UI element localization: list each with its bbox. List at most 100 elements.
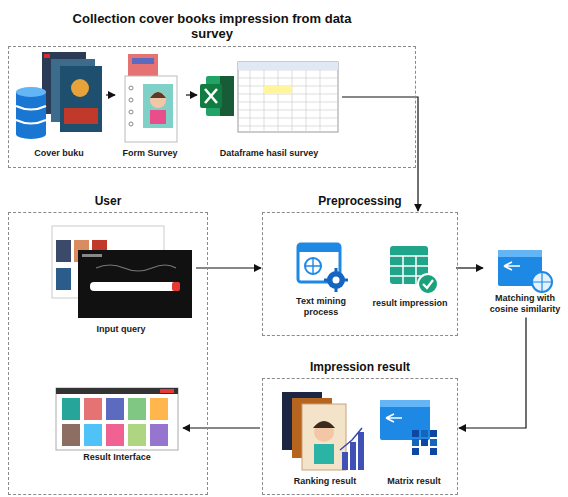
matrix-icon — [380, 400, 437, 455]
survey-form-icon-part — [129, 98, 133, 102]
arrow-connector — [456, 267, 483, 268]
matrix-icon-part — [430, 448, 437, 455]
book-covers-icon-part — [71, 79, 89, 97]
survey-form-icon-part — [129, 86, 133, 90]
ranking-books-icon-part — [340, 428, 362, 450]
group-panel: Impression resultRanking resultMatrix re… — [262, 378, 458, 495]
database-icon-part — [16, 92, 46, 134]
search-page-screenshot-part — [56, 240, 71, 262]
icon-node: Matching with cosine similarity — [484, 246, 566, 315]
node-label: Dataframe hasil survey — [198, 148, 340, 159]
book-covers-icon-part — [44, 54, 50, 58]
search-page-screenshot — [52, 226, 192, 318]
database-icon-part — [16, 106, 46, 124]
ranking-books-icon-part — [314, 422, 334, 442]
result-page-screenshot-part — [62, 398, 80, 420]
ranking-books-icon-part — [358, 432, 364, 470]
survey-form-icon-part — [150, 92, 166, 98]
search-page-screenshot-part — [56, 268, 71, 290]
result-page-screenshot-part — [84, 424, 102, 446]
ranking-books-icon-part — [314, 444, 334, 464]
ranking-books-icon-part — [342, 452, 348, 470]
survey-form-icon-part — [125, 76, 177, 142]
node-label: Result Interface — [52, 452, 182, 463]
search-page-screenshot-part — [90, 282, 180, 291]
text-mining-icon-part — [333, 277, 340, 284]
matching-icon-part — [498, 250, 542, 257]
text-mining-icon-part — [298, 244, 340, 252]
ranking-books-icon-part — [313, 421, 335, 428]
node-label: Ranking result — [276, 476, 374, 487]
group-heading: Impression result — [285, 360, 435, 374]
survey-form-icon — [125, 54, 177, 142]
node-label: result impression — [366, 298, 454, 309]
ranking-books-icon — [282, 392, 364, 470]
database-icon — [16, 87, 46, 139]
search-page-screenshot-part — [78, 250, 192, 318]
matching-icon-part — [532, 272, 552, 292]
arrow-connector — [183, 427, 260, 428]
node-label: Input query — [48, 324, 194, 335]
search-page-screenshot-part — [172, 282, 180, 291]
result-page-screenshot-part — [106, 424, 124, 446]
node-label: Text mining process — [286, 296, 356, 318]
icon-node: Cover buku — [14, 50, 104, 159]
arrow-connector — [459, 318, 526, 428]
book-covers-icon — [42, 52, 102, 132]
group-heading: Preprocessing — [290, 194, 430, 208]
group-heading: User — [48, 194, 168, 208]
matrix-icon-part — [386, 414, 402, 422]
text-mining-icon-part — [305, 258, 321, 274]
node-label: Matrix result — [378, 476, 450, 487]
result-page-screenshot-part — [106, 398, 124, 420]
group-heading: Collection cover books impression from d… — [72, 11, 352, 42]
spreadsheet-icon-part — [220, 76, 234, 116]
matching-icon-part — [532, 272, 552, 292]
icon-node: result impression — [366, 240, 454, 309]
node-label: Cover buku — [14, 148, 104, 159]
spreadsheet-icon-part — [238, 62, 338, 132]
result-page-screenshot-part — [56, 388, 178, 394]
result-grid-icon-part — [418, 274, 438, 294]
survey-form-icon-part — [129, 110, 133, 114]
spreadsheet-icon — [200, 62, 338, 132]
ranking-books-icon-part — [350, 442, 356, 470]
icon-node: Matrix result — [378, 388, 450, 487]
spreadsheet-icon-part — [200, 84, 222, 108]
matrix-icon-part — [380, 400, 430, 407]
matching-icon — [498, 250, 552, 292]
matrix-icon-part — [421, 439, 428, 446]
matrix-icon-part — [430, 439, 437, 446]
icon-node: Input query — [48, 222, 194, 335]
node-label: Form Survey — [116, 148, 184, 159]
arrow-connector — [106, 94, 115, 95]
matrix-icon-part — [380, 400, 430, 440]
icon-node: Ranking result — [276, 388, 374, 487]
result-page-screenshot-part — [128, 398, 146, 420]
database-icon-part — [16, 129, 46, 139]
result-page-screenshot-part — [62, 424, 80, 446]
node-label: Matching with cosine similarity — [484, 293, 566, 315]
text-mining-icon-part — [324, 268, 348, 292]
survey-form-icon-part — [143, 84, 173, 128]
result-page-screenshot-part — [84, 398, 102, 420]
search-page-screenshot-part — [82, 254, 102, 257]
result-page-screenshot — [56, 388, 178, 450]
result-page-screenshot-part — [160, 389, 174, 393]
result-page-screenshot-part — [150, 424, 168, 446]
matrix-icon-part — [412, 448, 419, 455]
spreadsheet-icon-part — [250, 62, 320, 132]
group-panel: PreprocessingText mining processresult i… — [262, 212, 458, 336]
text-mining-icon — [298, 244, 348, 292]
result-page-screenshot-part — [56, 388, 178, 450]
text-mining-icon-part — [305, 258, 321, 274]
result-page-screenshot-part — [150, 398, 168, 420]
search-page-screenshot-part — [96, 265, 176, 271]
arrow-connector — [196, 267, 261, 268]
book-covers-icon-part — [60, 66, 102, 132]
database-icon-part — [16, 87, 46, 97]
matrix-icon-part — [412, 430, 419, 437]
spreadsheet-icon-part — [238, 62, 338, 70]
